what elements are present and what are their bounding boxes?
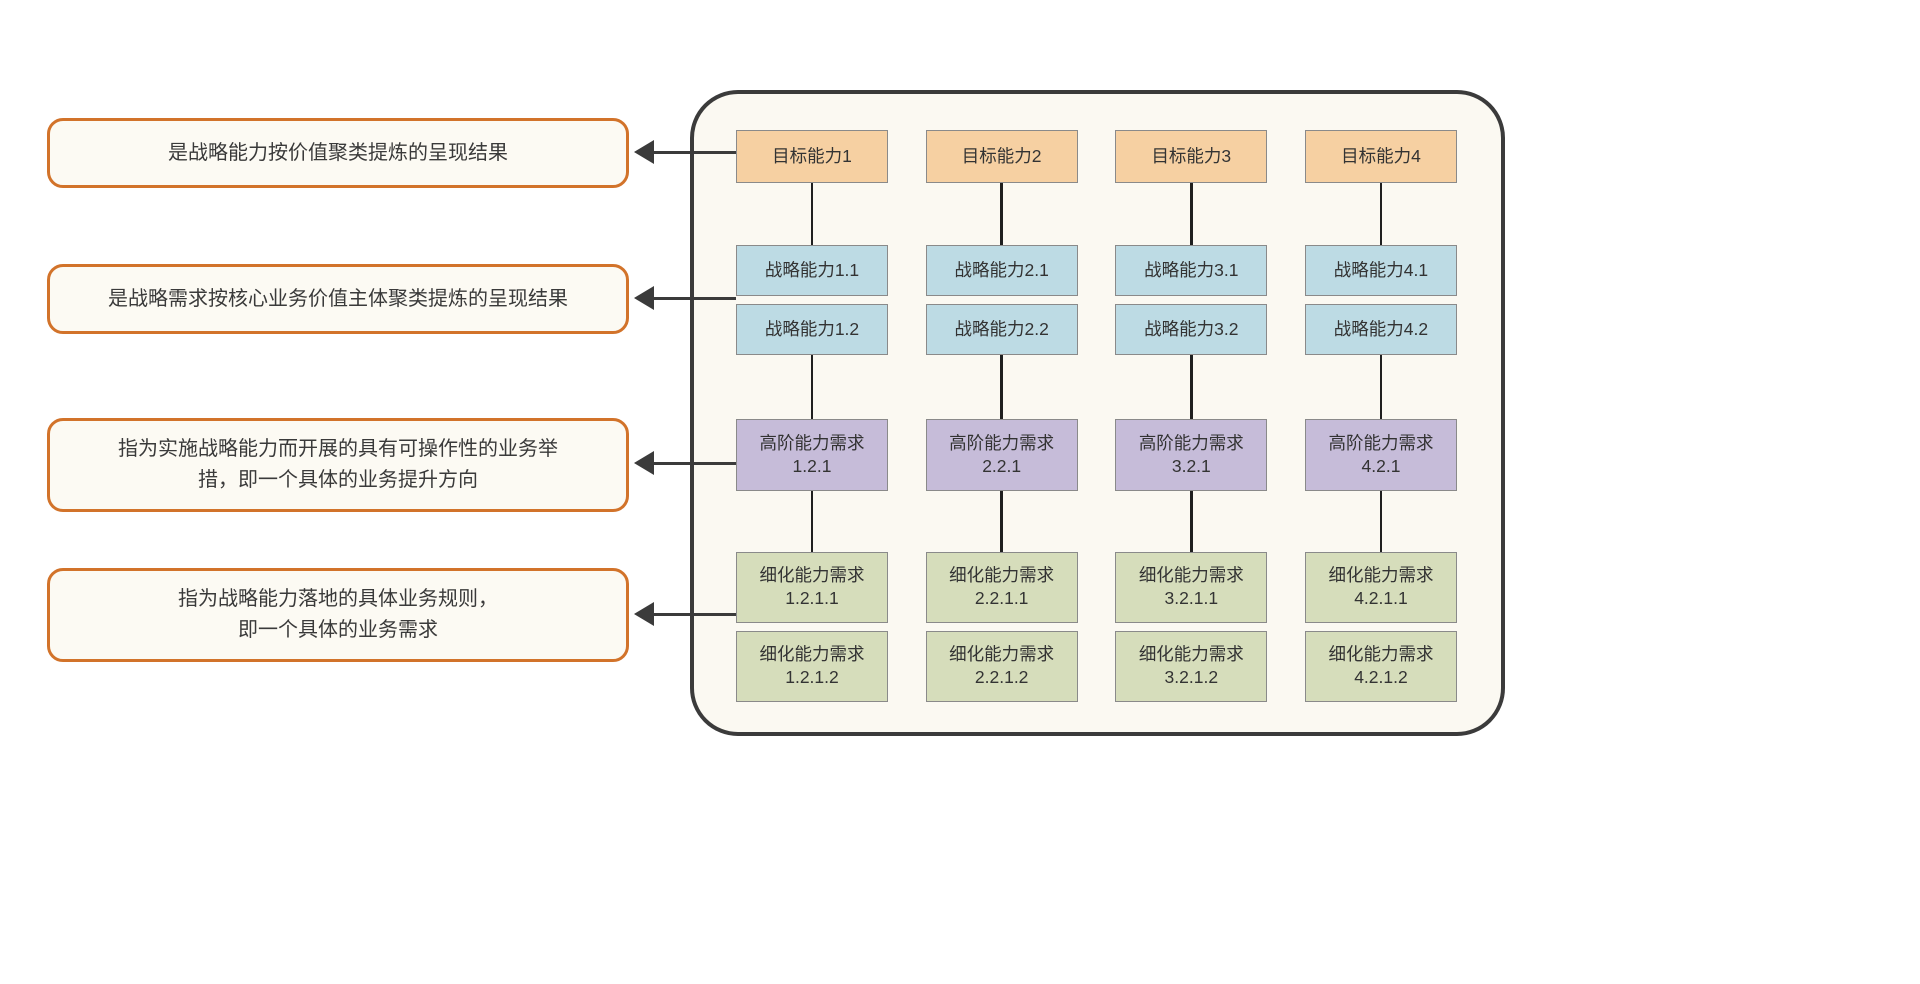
connector-line bbox=[1000, 355, 1003, 420]
annotation-text: 指为实施战略能力而开展的具有可操作性的业务举 bbox=[118, 438, 558, 460]
connector-line bbox=[1190, 183, 1193, 245]
connector-line bbox=[1000, 490, 1003, 552]
strategic-capability-box[interactable]: 战略能力1.1 bbox=[736, 244, 888, 296]
annotation-callout-strategic[interactable]: 是战略需求按核心业务价值主体聚类提炼的呈现结果 bbox=[47, 264, 629, 334]
annotation-callout-target[interactable]: 是战略能力按价值聚类提炼的呈现结果 bbox=[47, 118, 629, 188]
node-code: 2.2.1.1 bbox=[974, 588, 1029, 609]
node-code: 4.2.1 bbox=[1361, 456, 1401, 476]
connector-line bbox=[810, 355, 814, 420]
node-code: 1.2.1.2 bbox=[785, 667, 839, 688]
strategic-capability-box[interactable]: 战略能力1.2 bbox=[736, 303, 888, 356]
high-level-requirement-box[interactable]: 高阶能力需求 1.2.1 bbox=[736, 419, 888, 491]
node-label: 高阶能力需求 bbox=[1138, 433, 1244, 453]
node-label: 细化能力需求 bbox=[759, 565, 865, 586]
node-label: 细化能力需求 bbox=[949, 644, 1055, 665]
arrowhead-left-icon bbox=[634, 140, 654, 164]
refined-requirement-box[interactable]: 细化能力需求 2.2.1.2 bbox=[925, 630, 1078, 702]
capability-column-4: 目标能力4 战略能力4.1 战略能力4.2 高阶能力需求 4.2.1 细化能力需… bbox=[1304, 130, 1457, 702]
node-label: 细化能力需求 bbox=[759, 644, 865, 665]
annotation-text: 是战略能力按价值聚类提炼的呈现结果 bbox=[168, 141, 508, 164]
target-capability-box[interactable]: 目标能力3 bbox=[1115, 130, 1268, 184]
connector-line bbox=[1190, 490, 1193, 552]
refined-requirement-box[interactable]: 细化能力需求 4.2.1.2 bbox=[1304, 630, 1457, 702]
connector-line bbox=[1379, 490, 1383, 552]
target-capability-box[interactable]: 目标能力4 bbox=[1304, 130, 1457, 184]
node-code: 1.2.1 bbox=[792, 456, 832, 476]
strategic-capability-box[interactable]: 战略能力4.2 bbox=[1304, 303, 1457, 356]
refined-requirement-box[interactable]: 细化能力需求 4.2.1.1 bbox=[1304, 551, 1457, 623]
target-capability-box[interactable]: 目标能力2 bbox=[925, 130, 1078, 184]
annotation-text: 是战略需求按核心业务价值主体聚类提炼的呈现结果 bbox=[108, 287, 568, 310]
strategic-capability-box[interactable]: 战略能力3.1 bbox=[1115, 244, 1268, 296]
connector-line bbox=[1190, 355, 1193, 420]
refined-requirement-box[interactable]: 细化能力需求 3.2.1.2 bbox=[1115, 630, 1268, 702]
annotation-text: 措，即一个具体的业务提升方向 bbox=[198, 469, 478, 491]
connector-line bbox=[810, 490, 814, 552]
refined-requirement-box[interactable]: 细化能力需求 1.2.1.2 bbox=[736, 630, 888, 702]
node-code: 1.2.1.1 bbox=[785, 588, 839, 609]
refined-requirement-box[interactable]: 细化能力需求 2.2.1.1 bbox=[925, 551, 1078, 623]
strategic-capability-box[interactable]: 战略能力4.1 bbox=[1304, 244, 1457, 296]
connector-line bbox=[1379, 183, 1383, 245]
refined-requirement-box[interactable]: 细化能力需求 3.2.1.1 bbox=[1115, 551, 1268, 623]
capability-map-frame: 目标能力1 战略能力1.1 战略能力1.2 高阶能力需求 1.2.1 细化能力需… bbox=[690, 90, 1505, 736]
node-code: 4.2.1.1 bbox=[1354, 588, 1408, 609]
node-label: 高阶能力需求 bbox=[1328, 433, 1434, 453]
capability-column-2: 目标能力2 战略能力2.1 战略能力2.2 高阶能力需求 2.2.1 细化能力需… bbox=[925, 130, 1078, 702]
strategic-capability-box[interactable]: 战略能力2.2 bbox=[925, 303, 1078, 356]
arrowhead-left-icon bbox=[634, 451, 654, 475]
arrow-shaft bbox=[650, 612, 736, 616]
arrowhead-left-icon bbox=[634, 286, 654, 310]
arrow-shaft bbox=[650, 150, 736, 154]
arrow-to-target-annotation bbox=[634, 140, 736, 164]
node-label: 细化能力需求 bbox=[1328, 644, 1434, 665]
node-label: 细化能力需求 bbox=[1138, 644, 1244, 665]
node-code: 2.2.1.2 bbox=[974, 667, 1029, 688]
strategic-capability-box[interactable]: 战略能力2.1 bbox=[925, 244, 1078, 296]
annotation-text: 指为战略能力落地的具体业务规则， bbox=[178, 588, 498, 610]
node-label: 细化能力需求 bbox=[1138, 565, 1244, 586]
refined-requirement-box[interactable]: 细化能力需求 1.2.1.1 bbox=[736, 551, 888, 623]
node-code: 3.2.1.1 bbox=[1164, 588, 1219, 609]
arrow-to-strategic-annotation bbox=[634, 286, 736, 310]
connector-line bbox=[1379, 355, 1383, 420]
node-code: 3.2.1.2 bbox=[1164, 667, 1219, 688]
high-level-requirement-box[interactable]: 高阶能力需求 3.2.1 bbox=[1115, 419, 1268, 491]
node-code: 3.2.1 bbox=[1171, 456, 1211, 476]
arrowhead-left-icon bbox=[634, 602, 654, 626]
node-label: 高阶能力需求 bbox=[949, 433, 1055, 453]
strategic-capability-box[interactable]: 战略能力3.2 bbox=[1115, 303, 1268, 356]
capability-column-3: 目标能力3 战略能力3.1 战略能力3.2 高阶能力需求 3.2.1 细化能力需… bbox=[1115, 130, 1268, 702]
annotation-text: 即一个具体的业务需求 bbox=[238, 619, 438, 641]
annotation-callout-refined[interactable]: 指为战略能力落地的具体业务规则， 即一个具体的业务需求 bbox=[47, 568, 629, 662]
connector-line bbox=[810, 183, 814, 245]
node-label: 高阶能力需求 bbox=[759, 433, 865, 453]
arrow-shaft bbox=[650, 461, 736, 465]
high-level-requirement-box[interactable]: 高阶能力需求 4.2.1 bbox=[1304, 419, 1457, 491]
arrow-to-high-level-annotation bbox=[634, 451, 736, 475]
connector-line bbox=[1000, 183, 1003, 245]
node-code: 4.2.1.2 bbox=[1354, 667, 1408, 688]
high-level-requirement-box[interactable]: 高阶能力需求 2.2.1 bbox=[925, 419, 1078, 491]
node-label: 细化能力需求 bbox=[949, 565, 1055, 586]
arrow-to-refined-annotation bbox=[634, 602, 736, 626]
node-label: 细化能力需求 bbox=[1328, 565, 1434, 586]
annotation-callout-high-level[interactable]: 指为实施战略能力而开展的具有可操作性的业务举 措，即一个具体的业务提升方向 bbox=[47, 418, 629, 512]
capability-column-1: 目标能力1 战略能力1.1 战略能力1.2 高阶能力需求 1.2.1 细化能力需… bbox=[736, 130, 888, 702]
node-code: 2.2.1 bbox=[982, 456, 1022, 476]
arrow-shaft bbox=[650, 296, 736, 300]
target-capability-box[interactable]: 目标能力1 bbox=[736, 130, 888, 184]
